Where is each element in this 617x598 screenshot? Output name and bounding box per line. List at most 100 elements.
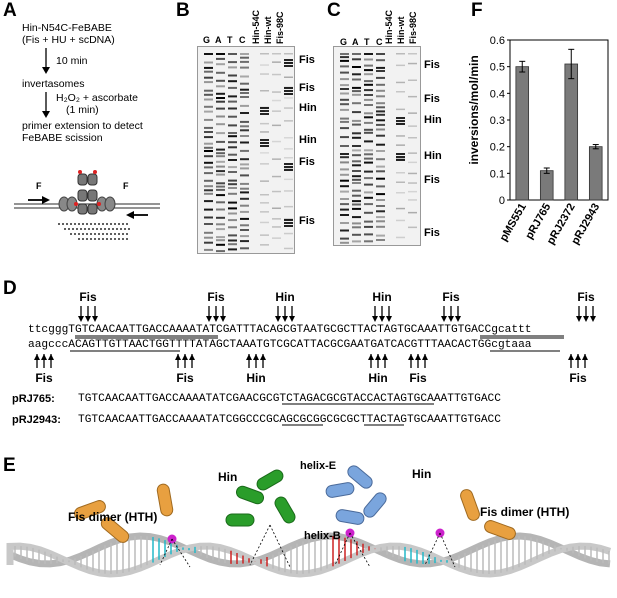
contact-line (171, 538, 191, 568)
gel-band (216, 53, 225, 55)
arrow-head-icon (582, 354, 588, 360)
gel-tag-fis: Fis (424, 174, 440, 186)
gel-tag-fis: Fis (424, 93, 440, 105)
strand-underlines (70, 335, 564, 352)
gel-band (240, 135, 249, 137)
arrow-head-icon (568, 354, 574, 360)
gel-band (284, 247, 293, 250)
panel-letter-b: B (176, 0, 190, 21)
gel-band (340, 190, 349, 193)
gel-band (216, 250, 225, 253)
arrow-head-icon (372, 316, 378, 322)
gel-band (272, 190, 281, 193)
gel-band (376, 53, 385, 55)
gel-band (376, 76, 385, 79)
gel-band (204, 66, 213, 69)
gel-band (204, 216, 213, 219)
gel-band (364, 183, 373, 186)
gel-band (364, 153, 373, 156)
gel-band (420, 162, 421, 164)
down-arrow-icon (42, 92, 50, 118)
arrow-head-icon (375, 354, 381, 360)
contact-line (424, 532, 441, 566)
gel-band (364, 149, 373, 152)
gel-band (240, 104, 249, 107)
gel-band (228, 192, 237, 195)
gel-band (284, 59, 293, 61)
gel-tag-hin: Hin (299, 134, 317, 146)
gel-band (376, 185, 385, 188)
gel-band (352, 149, 361, 152)
gel-band (216, 243, 225, 246)
gel-band (376, 170, 385, 173)
gel-band (364, 112, 373, 115)
gel-band (364, 161, 373, 164)
gel-band (272, 207, 281, 209)
bar-chart: inversions/mol/min 00.10.20.30.40.50.6pM… (468, 35, 609, 247)
gel-band (272, 73, 281, 76)
gel-band (352, 102, 361, 105)
gel-band (284, 107, 293, 109)
gel-band (260, 73, 269, 75)
lane-hin-wt: Hin-wt (263, 16, 273, 45)
bottom-site-label: Hin (368, 371, 387, 385)
gel-band (284, 120, 293, 122)
gel-band (364, 191, 373, 194)
gel-band (228, 248, 237, 251)
gel-band (216, 160, 225, 163)
gel-band (204, 53, 213, 55)
contact-line (249, 524, 271, 566)
gel-band (340, 65, 349, 68)
bottom-site-label: Fis (409, 371, 427, 385)
gel-band (284, 219, 293, 221)
gel-band (408, 79, 417, 81)
gel-band (240, 240, 249, 243)
gel-band (260, 180, 269, 182)
gel-band (396, 192, 405, 194)
gel-band (408, 53, 417, 55)
gel-band (364, 128, 373, 131)
gel-band (284, 148, 293, 150)
gel-band (260, 113, 269, 115)
gel-band (352, 164, 361, 167)
hin-label-left: Hin (218, 470, 238, 484)
hin-helix (325, 482, 355, 498)
fis-label-left: F (36, 181, 42, 191)
gel-band (364, 116, 373, 119)
gel-band (216, 85, 225, 88)
gel-band (272, 99, 281, 102)
gel-band (228, 159, 237, 161)
gel-band (216, 216, 225, 219)
gel-band (340, 59, 349, 62)
fis-helix (484, 520, 516, 540)
arrow-head-icon (386, 316, 392, 322)
gel-band (420, 216, 421, 218)
arrow-head-icon (590, 316, 596, 322)
gel-band (376, 119, 385, 122)
gel-band (284, 137, 293, 139)
gel-band (376, 177, 385, 180)
gel-band (376, 239, 385, 241)
gel-band (340, 179, 349, 182)
gel-band (376, 95, 385, 98)
top-site-label: Hin (275, 290, 294, 304)
gel-band (420, 82, 421, 84)
contact-line (159, 538, 173, 566)
fis-helix (156, 483, 174, 517)
gel-band (352, 160, 361, 163)
gel-band (352, 216, 361, 219)
gel-band (204, 241, 213, 244)
gel-band (420, 53, 421, 55)
gel-band (204, 231, 213, 234)
gel-band (228, 207, 237, 210)
arrow-head-icon (41, 354, 47, 360)
y-tick-label: 0 (499, 195, 505, 207)
gel-band (376, 89, 385, 92)
gel-band (420, 173, 421, 175)
gel-band (260, 234, 269, 236)
arrow-head-icon (253, 354, 259, 360)
gel-band (340, 214, 349, 216)
gel-band (396, 123, 405, 125)
gel-band (396, 108, 405, 111)
gel-band (284, 225, 293, 227)
